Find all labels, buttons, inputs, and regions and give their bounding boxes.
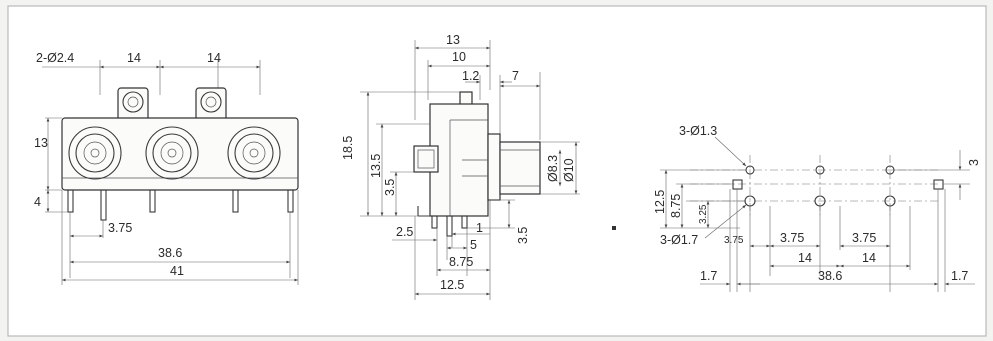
side-dim-12-5: 12.5 (440, 278, 464, 292)
front-view: 2-Ø2.4 14 14 (34, 51, 299, 285)
side-dim-3-5b: 3.5 (516, 227, 530, 244)
front-dim-14a: 14 (127, 51, 141, 65)
pcb-dim-1-7-left: 1.7 (700, 269, 717, 283)
pcb-layout-view: 3-Ø1.3 3-Ø1.7 12.5 8.75 3.25 3 3.75 3. (653, 124, 981, 292)
front-dim-14b: 14 (207, 51, 221, 65)
pcb-dim-1-7-right: 1.7 (951, 269, 968, 283)
pcb-dim-3-75c: 3.75 (852, 231, 876, 245)
side-dim-3-5v: 3.5 (383, 179, 397, 196)
pcb-dim-38-6: 38.6 (818, 269, 842, 283)
side-dim-2-5: 2.5 (396, 225, 413, 239)
side-dim-7: 7 (512, 69, 519, 83)
side-dim-5: 5 (470, 238, 477, 252)
pcb-dim-14a: 14 (798, 251, 812, 265)
front-dim-3-75: 3.75 (108, 221, 132, 235)
side-dim-1-2: 1.2 (462, 69, 479, 83)
front-dim-41: 41 (170, 264, 184, 278)
front-dim-13: 13 (34, 136, 48, 150)
side-view: 13 10 1.2 7 18.5 13.5 3.5 (341, 33, 580, 300)
side-dim-dia-10: Ø10 (562, 158, 576, 182)
side-dim-1: 1 (476, 221, 483, 235)
front-dim-4: 4 (34, 195, 41, 209)
side-dim-8-75: 8.75 (449, 255, 473, 269)
side-dim-13-5: 13.5 (369, 154, 383, 178)
front-dim-38-6: 38.6 (158, 246, 182, 260)
pcb-dim-3: 3 (967, 159, 981, 166)
pcb-dim-14b: 14 (862, 251, 876, 265)
side-dim-dia-8-3: Ø8.3 (546, 155, 560, 182)
side-dim-13: 13 (446, 33, 460, 47)
side-dim-10: 10 (452, 50, 466, 64)
pcb-dim-3-75b: 3.75 (780, 231, 804, 245)
side-dim-18-5: 18.5 (341, 136, 355, 160)
front-hole-note: 2-Ø2.4 (36, 51, 74, 65)
pcb-hole-note-bottom: 3-Ø1.7 (660, 233, 698, 247)
pcb-dim-3-25: 3.25 (698, 204, 709, 224)
pcb-dim-8-75: 8.75 (669, 194, 683, 218)
pcb-hole-note-top: 3-Ø1.3 (679, 124, 717, 138)
pcb-dim-3-75a: 3.75 (724, 235, 744, 246)
stray-mark (612, 226, 616, 230)
pcb-dim-12-5: 12.5 (653, 190, 667, 214)
